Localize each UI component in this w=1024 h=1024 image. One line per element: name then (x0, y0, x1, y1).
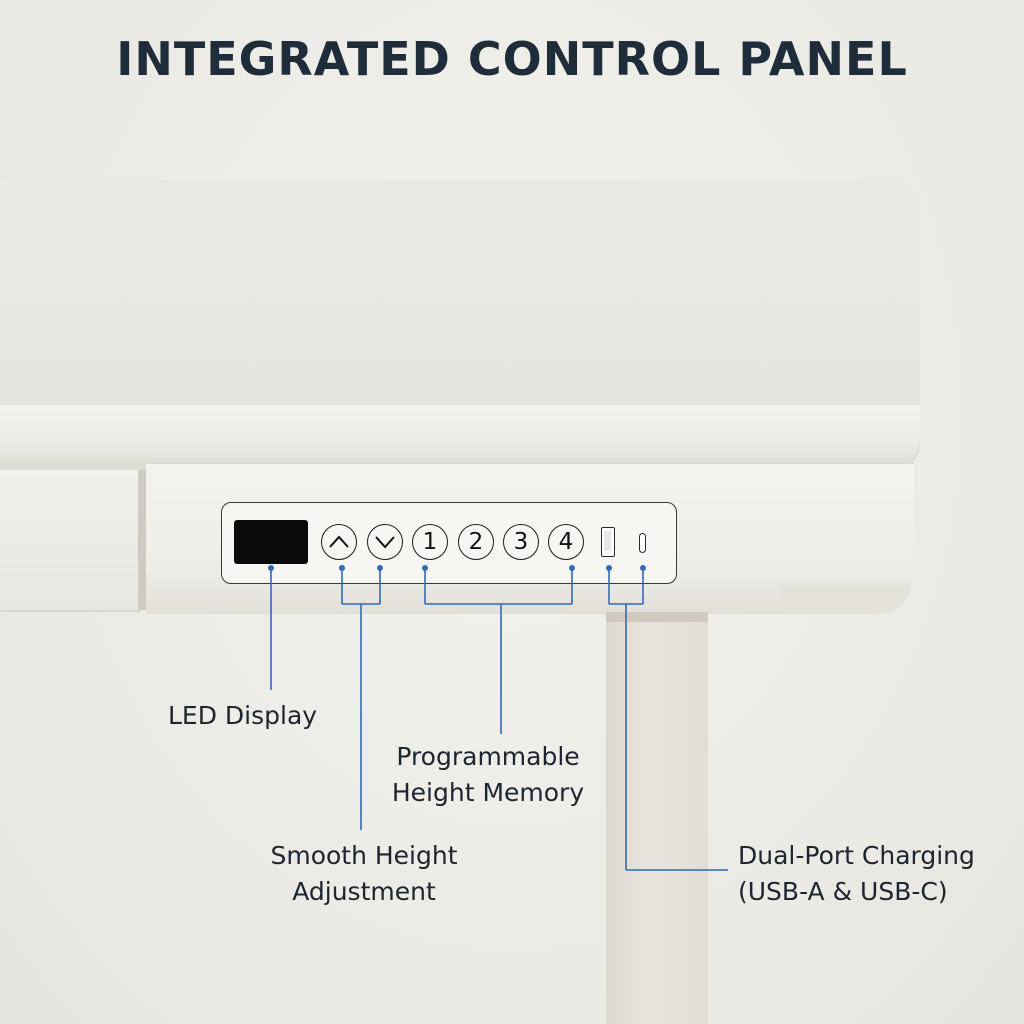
memory-button-1[interactable]: 1 (412, 524, 448, 560)
chevron-up-icon (329, 535, 349, 548)
callout-height-memory-line1: Programmable (396, 742, 580, 771)
usb-c-port-icon (639, 533, 646, 553)
callout-charging-line2: (USB-A & USB-C) (738, 877, 948, 906)
page-title: INTEGRATED CONTROL PANEL (116, 32, 908, 86)
desk-leg-shadow (606, 612, 708, 622)
callout-height-memory-line2: Height Memory (391, 778, 585, 807)
memory-button-4[interactable]: 4 (548, 524, 584, 560)
led-display (234, 520, 308, 564)
callout-charging: Dual-Port Charging (USB-A & USB-C) (738, 838, 975, 910)
callout-charging-line1: Dual-Port Charging (738, 841, 975, 870)
callout-height-adjustment-line2: Adjustment (292, 877, 436, 906)
callout-height-adjustment: Smooth Height Adjustment (266, 838, 462, 910)
callout-height-adjustment-line1: Smooth Height (270, 841, 458, 870)
desk-top-edge (0, 405, 920, 467)
desk-leg (606, 612, 708, 1024)
callout-led-display: LED Display (168, 701, 318, 730)
desk-frame-underside (780, 585, 910, 613)
chevron-down-icon (375, 536, 395, 549)
memory-button-2[interactable]: 2 (458, 524, 494, 560)
height-up-button[interactable] (321, 524, 357, 560)
height-down-button[interactable] (367, 524, 403, 560)
desk-frame-gap (138, 470, 146, 610)
callout-height-memory: Programmable Height Memory (388, 739, 588, 811)
usb-a-port-icon (601, 527, 615, 557)
desk-frame-left (0, 470, 140, 612)
memory-button-3[interactable]: 3 (503, 524, 539, 560)
